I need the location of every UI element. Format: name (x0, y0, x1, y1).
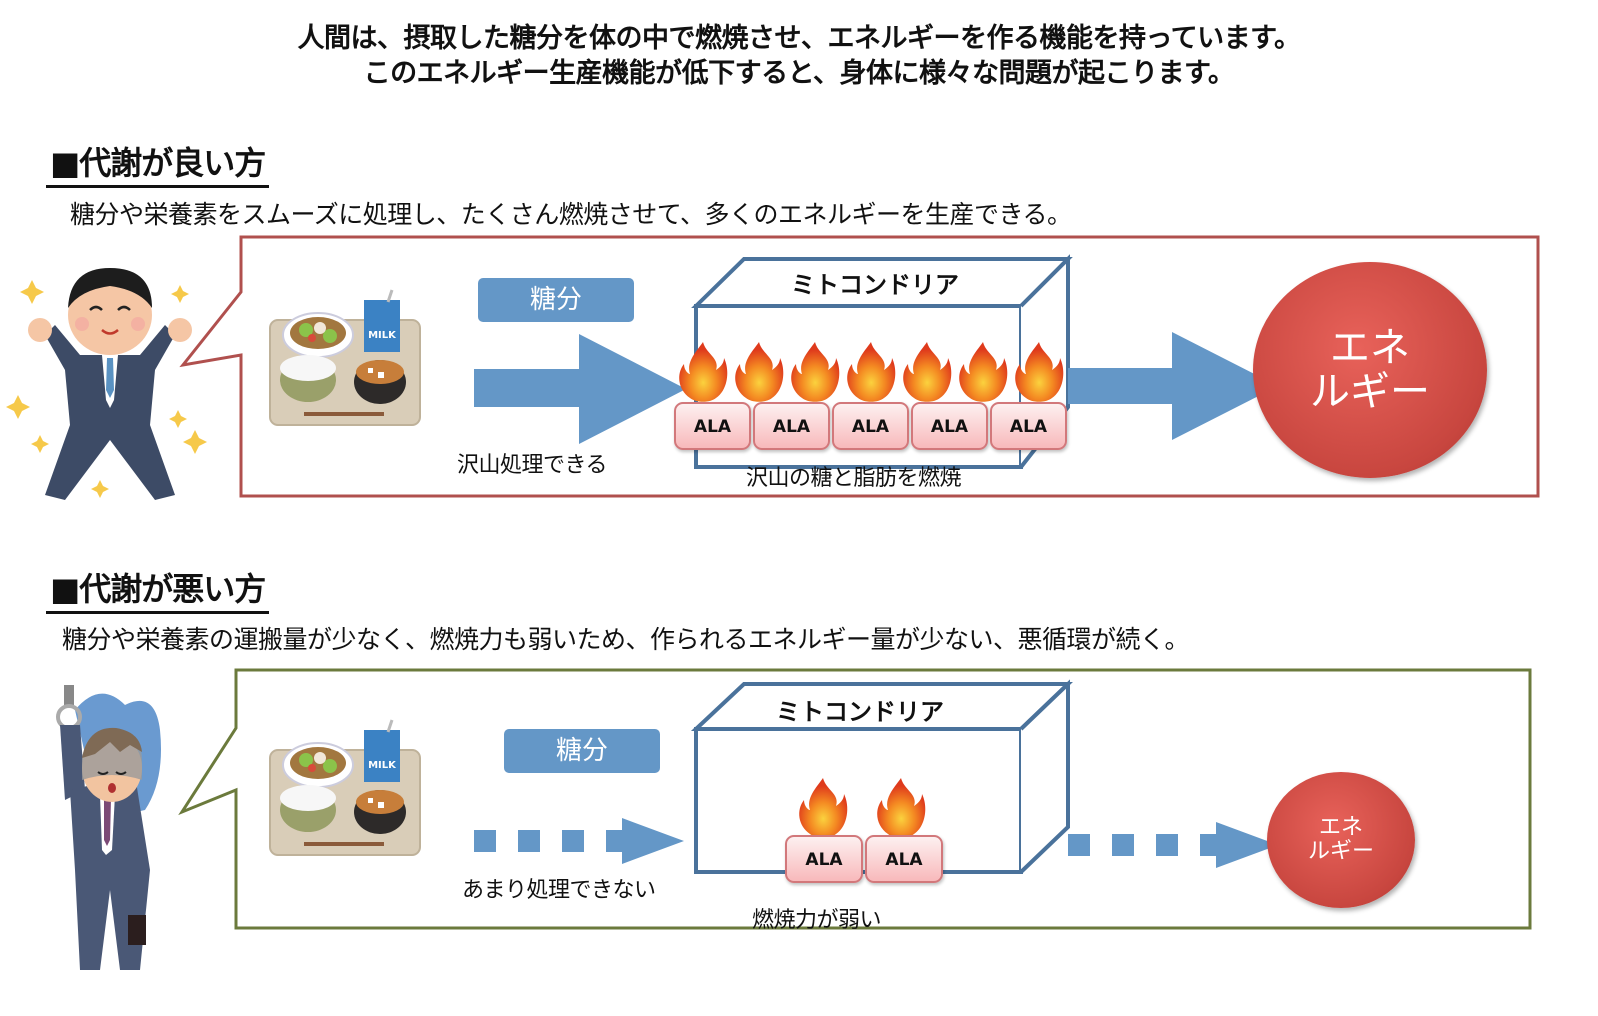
bad-sugar-label: 糖分 (504, 729, 660, 773)
bad-output-dotted-arrow (1068, 822, 1278, 868)
good-energy-circle: エネ ルギー (1253, 262, 1487, 478)
happy-businessman-icon (6, 268, 207, 500)
bad-energy-circle: エネ ルギー (1267, 772, 1415, 908)
good-input-arrow (474, 334, 686, 444)
ala-block: ALA (832, 402, 909, 450)
good-arrow-caption: 沢山処理できる (457, 453, 608, 478)
flame-icon (788, 340, 842, 408)
meal-tray-icon: MILK (269, 289, 421, 426)
ala-block: ALA (911, 402, 988, 450)
flame-icon (844, 340, 898, 408)
tired-businessman-icon (56, 685, 161, 970)
flame-icon (796, 776, 850, 844)
bad-energy-line2: ルギー (1307, 839, 1374, 864)
bad-energy-line1: エネ (1318, 815, 1363, 840)
milk-label-bad: MILK (368, 760, 397, 771)
meal-tray-icon-bad: MILK (269, 719, 421, 856)
ala-block: ALA (674, 402, 751, 450)
ala-block: ALA (990, 402, 1067, 450)
flame-icon (676, 340, 730, 408)
good-burn-caption: 沢山の糖と脂肪を燃焼 (746, 466, 962, 491)
flame-icon (900, 340, 954, 408)
good-output-arrow (1068, 332, 1278, 440)
bad-input-dotted-arrow (474, 818, 684, 864)
flame-icon (956, 340, 1010, 408)
intro-line-2: このエネルギー生産機能が低下すると、身体に様々な問題が起こります。 (363, 58, 1235, 89)
flame-icon (732, 340, 786, 408)
good-sugar-label: 糖分 (478, 278, 634, 322)
good-flames-row (676, 340, 1076, 410)
good-mitochondria-label: ミトコンドリア (791, 271, 959, 299)
bad-arrow-caption: あまり処理できない (462, 878, 656, 903)
bad-section-title: ■代謝が悪い方 (46, 569, 270, 614)
ala-block: ALA (785, 835, 863, 883)
bad-mitochondria-label: ミトコンドリア (776, 698, 944, 726)
intro-line-1: 人間は、摂取した糖分を体の中で燃焼させ、エネルギーを作る機能を持っています。 (297, 23, 1301, 54)
milk-label: MILK (368, 330, 397, 341)
good-section-description: 糖分や栄養素をスムーズに処理し、たくさん燃焼させて、多くのエネルギーを生産できる… (70, 200, 1072, 229)
bad-burn-caption: 燃焼力が弱い (752, 908, 882, 933)
good-energy-line1: エネ (1330, 325, 1410, 371)
good-section-title: ■代謝が良い方 (46, 143, 270, 188)
flame-icon (874, 776, 928, 844)
bad-section-description: 糖分や栄養素の運搬量が少なく、燃焼力も弱いため、作られるエネルギー量が少ない、悪… (62, 625, 1190, 654)
flame-icon (1012, 340, 1066, 408)
good-energy-line2: ルギー (1310, 369, 1430, 415)
bad-flames-row (796, 776, 946, 846)
ala-block: ALA (865, 835, 943, 883)
ala-block: ALA (753, 402, 830, 450)
